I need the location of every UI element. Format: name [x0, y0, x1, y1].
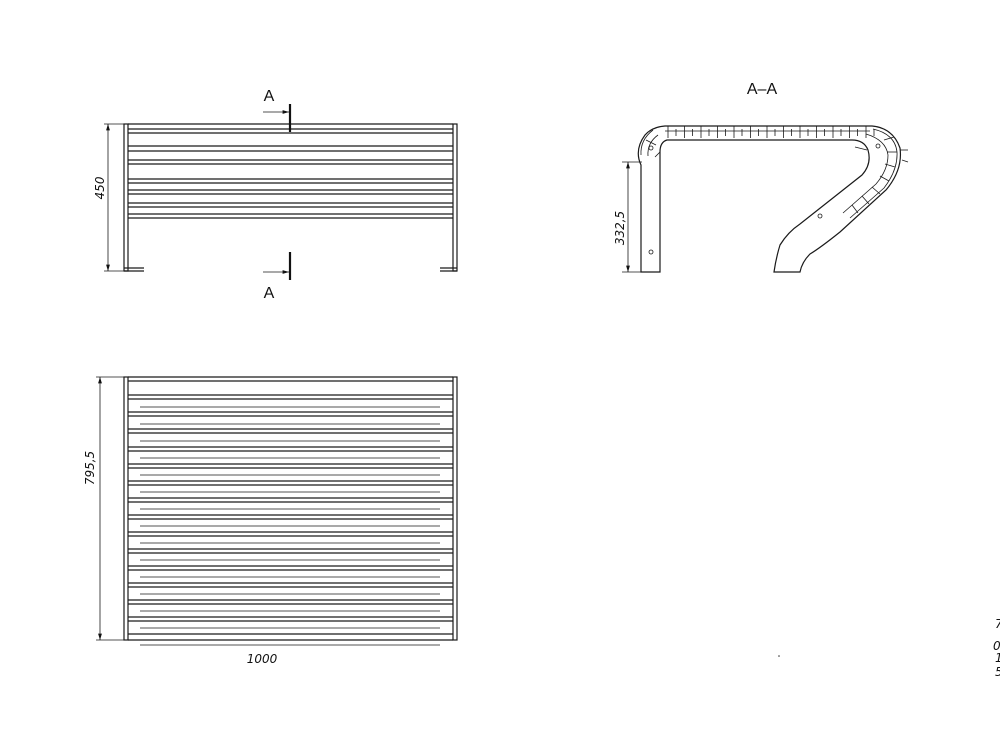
length-dimension: 1000 [247, 652, 278, 666]
edge-fragments: 7 0 1 5 [778, 617, 1000, 679]
section-view: A–A 332,5 [613, 81, 909, 273]
section-slats [665, 126, 875, 138]
top-slats [128, 376, 453, 646]
svg-text:1: 1 [995, 651, 1000, 665]
front-slats [128, 123, 453, 219]
height-dimension: 450 [93, 176, 107, 199]
section-label-bottom: A [264, 285, 275, 302]
svg-text:7: 7 [995, 617, 1000, 631]
section-height-dimension: 332,5 [613, 211, 627, 245]
front-view: 450 A A [93, 88, 458, 302]
depth-dimension: 795,5 [83, 451, 97, 485]
svg-text:0: 0 [993, 639, 1000, 653]
svg-text:5: 5 [995, 665, 1000, 679]
top-view: 795,5 1000 [83, 376, 458, 666]
section-title: A–A [747, 81, 778, 98]
section-label-top: A [264, 88, 275, 105]
